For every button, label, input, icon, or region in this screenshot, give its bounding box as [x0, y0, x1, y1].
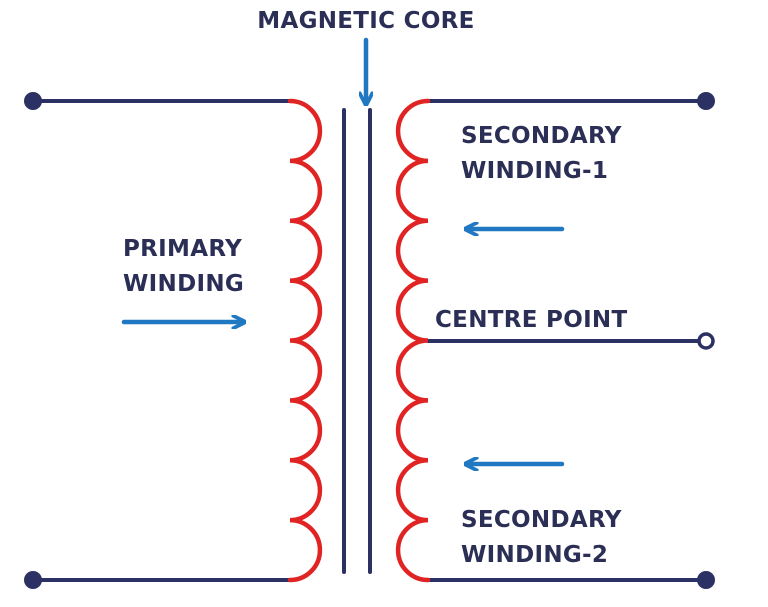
secondary-coil: [395, 98, 431, 583]
label-secondary2-line1: SECONDARY: [461, 507, 622, 533]
label-magnetic-core: MAGNETIC CORE: [257, 8, 474, 34]
label-primary-line2: WINDING: [123, 271, 244, 297]
label-centre-point: CENTRE POINT: [435, 307, 627, 333]
terminal-primary-top: [24, 92, 42, 110]
terminal-primary-bottom: [24, 571, 42, 589]
primary-coil: [287, 98, 323, 583]
arrows: [121, 37, 565, 464]
label-secondary1-line1: SECONDARY: [461, 123, 622, 149]
terminal-secondary-bottom: [697, 571, 715, 589]
terminal-centre-point: [697, 332, 715, 350]
label-secondary1-line2: WINDING-1: [461, 158, 608, 184]
label-secondary2-line2: WINDING-2: [461, 542, 608, 568]
wires: [31, 99, 708, 582]
label-primary-line1: PRIMARY: [123, 236, 242, 262]
terminal-secondary-top: [697, 92, 715, 110]
terminals: [24, 92, 715, 589]
magnetic-core: [342, 108, 372, 574]
